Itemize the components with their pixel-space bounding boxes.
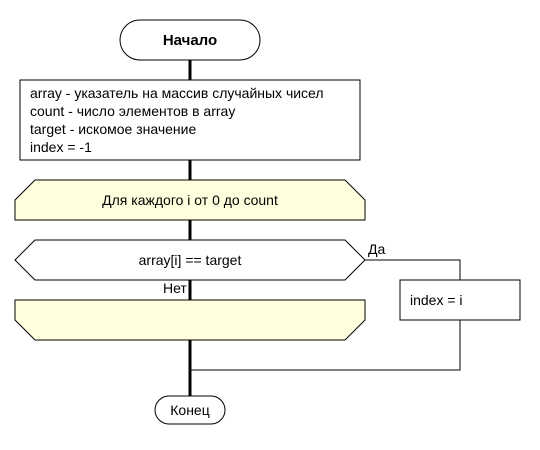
condition-block: array[i] == target <box>14 239 366 281</box>
init-line-1: array - указатель на массив случайных чи… <box>30 85 324 101</box>
init-line-3: target - искомое значение <box>30 121 196 137</box>
condition-label: array[i] == target <box>139 252 242 268</box>
init-block: array - указатель на массив случайных чи… <box>19 79 361 161</box>
end-terminator: Конец <box>154 395 226 425</box>
init-shape <box>19 79 361 161</box>
start-label: Начало <box>163 32 217 49</box>
loop-end-block <box>14 299 366 341</box>
yes-branch-connectors <box>190 259 461 371</box>
assign-block: index = i <box>399 279 521 321</box>
init-line-2: count - число элементов в array <box>30 103 235 119</box>
end-shape <box>154 395 226 425</box>
end-label: Конец <box>170 402 209 418</box>
init-line-4: index = -1 <box>30 139 92 155</box>
yes-label: Да <box>368 241 385 257</box>
loop-end-shape <box>14 299 366 341</box>
loop-start-label: Для каждого i от 0 до count <box>102 192 278 208</box>
condition-shape <box>14 239 366 281</box>
edge-assign-merge <box>190 320 461 371</box>
assign-shape <box>399 279 521 321</box>
start-terminator: Начало <box>119 19 261 61</box>
edge-yes-to-assign <box>365 259 461 280</box>
no-label: Нет <box>163 280 187 296</box>
loop-start-block: Для каждого i от 0 до count <box>14 179 366 221</box>
assign-label: index = i <box>410 292 463 308</box>
start-shape <box>119 19 261 61</box>
loop-start-shape <box>14 179 366 221</box>
